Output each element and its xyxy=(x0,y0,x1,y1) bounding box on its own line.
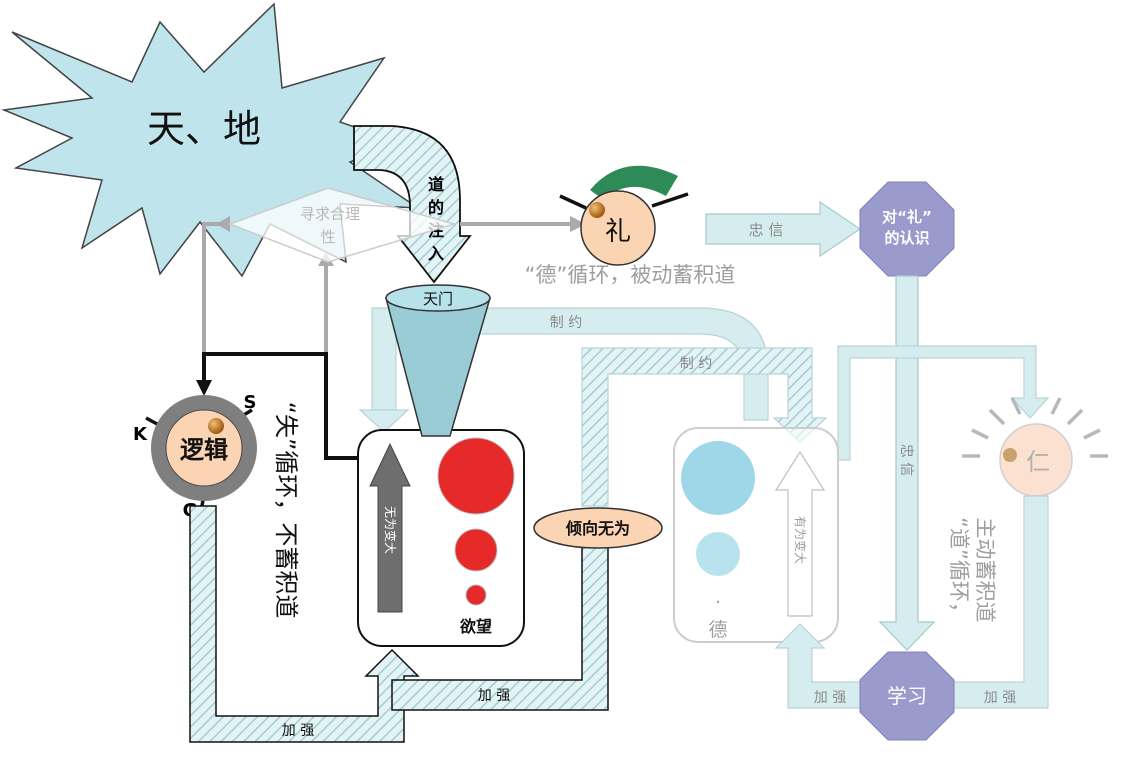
youwei-grow-arrow: 有为变大 xyxy=(774,450,826,617)
tao-cycle-line-1: “道”循环， xyxy=(947,517,971,623)
zhong-xin-vertical-label: 忠 信 xyxy=(898,444,914,476)
zhong-xin-down-arrow: 忠 信 xyxy=(878,275,936,651)
logic-ball xyxy=(208,418,224,434)
strengthen-3-label: 加 强 xyxy=(814,690,846,706)
zhong-xin-label: 忠 信 xyxy=(749,221,784,239)
strengthen-pipe-outer: 加 强 xyxy=(189,505,420,743)
recognize-li-line-2: 的认识 xyxy=(884,229,929,247)
tao-injection-char-1: 道 xyxy=(428,175,444,194)
li-label: 礼 xyxy=(605,217,631,247)
tao-injection-char-2: 的 xyxy=(428,198,444,217)
recognize-li-octagon: 对“礼” 的认识 xyxy=(859,181,955,277)
tao-injection-arrow: 道 的 注 入 xyxy=(353,125,472,284)
tianmen-funnel: 天门 xyxy=(385,284,491,437)
heaven-earth-label: 天、地 xyxy=(147,107,261,151)
seek-rationality-line-2: 性 xyxy=(320,228,335,246)
desire-circle-large xyxy=(437,437,515,515)
de-cycle-passive-label: “德”循环，被动蓄积道 xyxy=(525,263,736,287)
logic-label: 逻辑 xyxy=(180,436,228,464)
desire-circle-small xyxy=(465,584,487,606)
constraint-1-label: 制 约 xyxy=(550,315,582,331)
tend-wuwei-label: 倾向无为 xyxy=(565,519,630,538)
de-dot: · xyxy=(715,592,721,613)
de-circle-large xyxy=(681,441,755,515)
strengthen-4-label: 加 强 xyxy=(984,690,1016,706)
zhong-xin-arrow: 忠 信 xyxy=(705,200,862,258)
arrowhead-left-seek xyxy=(216,216,230,232)
black-route xyxy=(202,352,382,460)
youwei-grow-label: 有为变大 xyxy=(793,516,808,564)
strengthen-pipe-right-1: 加 强 xyxy=(774,623,869,709)
desire-circle-medium xyxy=(454,528,498,572)
ren-node: 仁 xyxy=(962,397,1108,497)
tend-wuwei-badge: 倾向无为 xyxy=(533,507,663,549)
learning-octagon: 学习 xyxy=(859,651,955,741)
desire-label: 欲望 xyxy=(459,617,492,636)
wuwei-grow-label: 无为变大 xyxy=(383,506,398,554)
de-circle-small xyxy=(696,532,740,576)
recognize-li-line-1: 对“礼” xyxy=(882,208,932,226)
logic-node: 逻辑 K S G xyxy=(133,392,257,521)
seek-rationality-diamond: 寻求合理 性 xyxy=(227,187,457,263)
tao-injection-char-4: 入 xyxy=(428,244,444,263)
wuwei-grow-arrow: 无为变大 xyxy=(369,442,411,613)
arrowhead-to-li xyxy=(570,216,586,232)
black-route-arrowhead xyxy=(196,380,212,396)
ren-label: 仁 xyxy=(1026,448,1050,476)
tianmen-rim xyxy=(385,284,491,312)
seek-rationality-line-1: 寻求合理 xyxy=(300,205,360,223)
strengthen-pipe-right-2: 加 强 xyxy=(949,495,1049,709)
port-k-label: K xyxy=(133,424,148,445)
constraint-2-label: 制 约 xyxy=(680,356,712,372)
ren-ball xyxy=(1003,448,1017,462)
li-ball xyxy=(589,202,605,218)
tianmen-label: 天门 xyxy=(423,290,453,308)
de-label: 德 xyxy=(708,619,727,641)
learning-label: 学习 xyxy=(887,684,927,708)
shi-cycle-label: “失”循环，不蓄积道 xyxy=(272,402,300,619)
strengthen-2-label: 加 强 xyxy=(478,688,510,704)
tao-cycle-line-2: 主动蓄积道 xyxy=(973,518,997,623)
strengthen-1-label: 加 强 xyxy=(282,723,314,739)
li-node: 礼 xyxy=(559,165,689,266)
ren-feed-pipe xyxy=(837,345,1050,461)
port-s-label: S xyxy=(244,392,257,413)
